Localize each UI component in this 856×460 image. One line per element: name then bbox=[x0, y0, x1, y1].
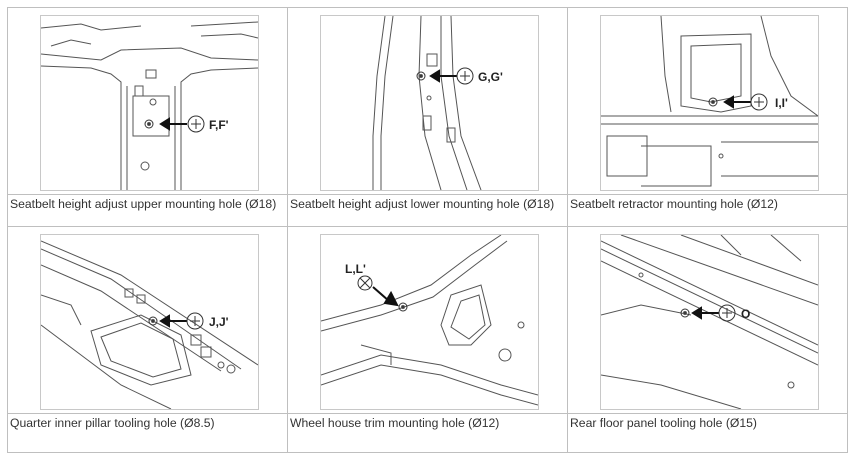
caption: Seatbelt retractor mounting hole (Ø12) bbox=[570, 197, 778, 211]
illustration-seatbelt-upper: F,F' bbox=[40, 15, 259, 191]
illustration-seatbelt-lower: G,G' bbox=[320, 15, 539, 191]
illustration-rear-floor: O bbox=[600, 234, 819, 410]
caption-cell-2: Seatbelt height adjust lower mounting ho… bbox=[287, 194, 568, 227]
caption: Rear floor panel tooling hole (Ø15) bbox=[570, 416, 757, 430]
illustration-quarter-pillar: J,J' bbox=[40, 234, 259, 410]
caption: Quarter inner pillar tooling hole (Ø8.5) bbox=[10, 416, 215, 430]
illustration-cell-4: J,J' bbox=[7, 226, 288, 414]
callout-label: I,I' bbox=[775, 96, 788, 110]
illustration-cell-3: I,I' bbox=[567, 7, 848, 195]
caption-cell-3: Seatbelt retractor mounting hole (Ø12) bbox=[567, 194, 848, 227]
callout-label: L,L' bbox=[345, 262, 366, 276]
caption-cell-1: Seatbelt height adjust upper mounting ho… bbox=[7, 194, 288, 227]
arrow-left-icon bbox=[429, 69, 457, 83]
callout-label: O bbox=[741, 307, 750, 321]
arrow-left-icon bbox=[723, 95, 751, 109]
caption-cell-5: Wheel house trim mounting hole (Ø12) bbox=[287, 413, 568, 453]
crosshair-target-icon bbox=[187, 115, 205, 133]
crosshair-target-icon bbox=[186, 312, 204, 330]
caption: Wheel house trim mounting hole (Ø12) bbox=[290, 416, 500, 430]
callout-label: F,F' bbox=[209, 118, 229, 132]
arrow-left-icon bbox=[159, 314, 187, 328]
caption: Seatbelt height adjust upper mounting ho… bbox=[10, 197, 277, 211]
caption: Seatbelt height adjust lower mounting ho… bbox=[290, 197, 555, 211]
tooling-hole-table: F,F' bbox=[7, 7, 848, 453]
crosshair-target-icon bbox=[718, 304, 736, 322]
crosshair-target-icon bbox=[357, 275, 373, 291]
caption-cell-6: Rear floor panel tooling hole (Ø15) bbox=[567, 413, 848, 453]
illustration-cell-2: G,G' bbox=[287, 7, 568, 195]
arrow-left-icon bbox=[691, 306, 719, 320]
crosshair-target-icon bbox=[750, 93, 768, 111]
arrow-down-right-icon bbox=[372, 286, 399, 307]
arrow-left-icon bbox=[159, 117, 187, 131]
illustration-cell-6: O bbox=[567, 226, 848, 414]
illustration-wheel-house: L,L' bbox=[320, 234, 539, 410]
caption-cell-4: Quarter inner pillar tooling hole (Ø8.5) bbox=[7, 413, 288, 453]
illustration-retractor: I,I' bbox=[600, 15, 819, 191]
illustration-cell-1: F,F' bbox=[7, 7, 288, 195]
crosshair-target-icon bbox=[456, 67, 474, 85]
callout-label: G,G' bbox=[478, 70, 503, 84]
callout-label: J,J' bbox=[209, 315, 229, 329]
illustration-cell-5: L,L' bbox=[287, 226, 568, 414]
